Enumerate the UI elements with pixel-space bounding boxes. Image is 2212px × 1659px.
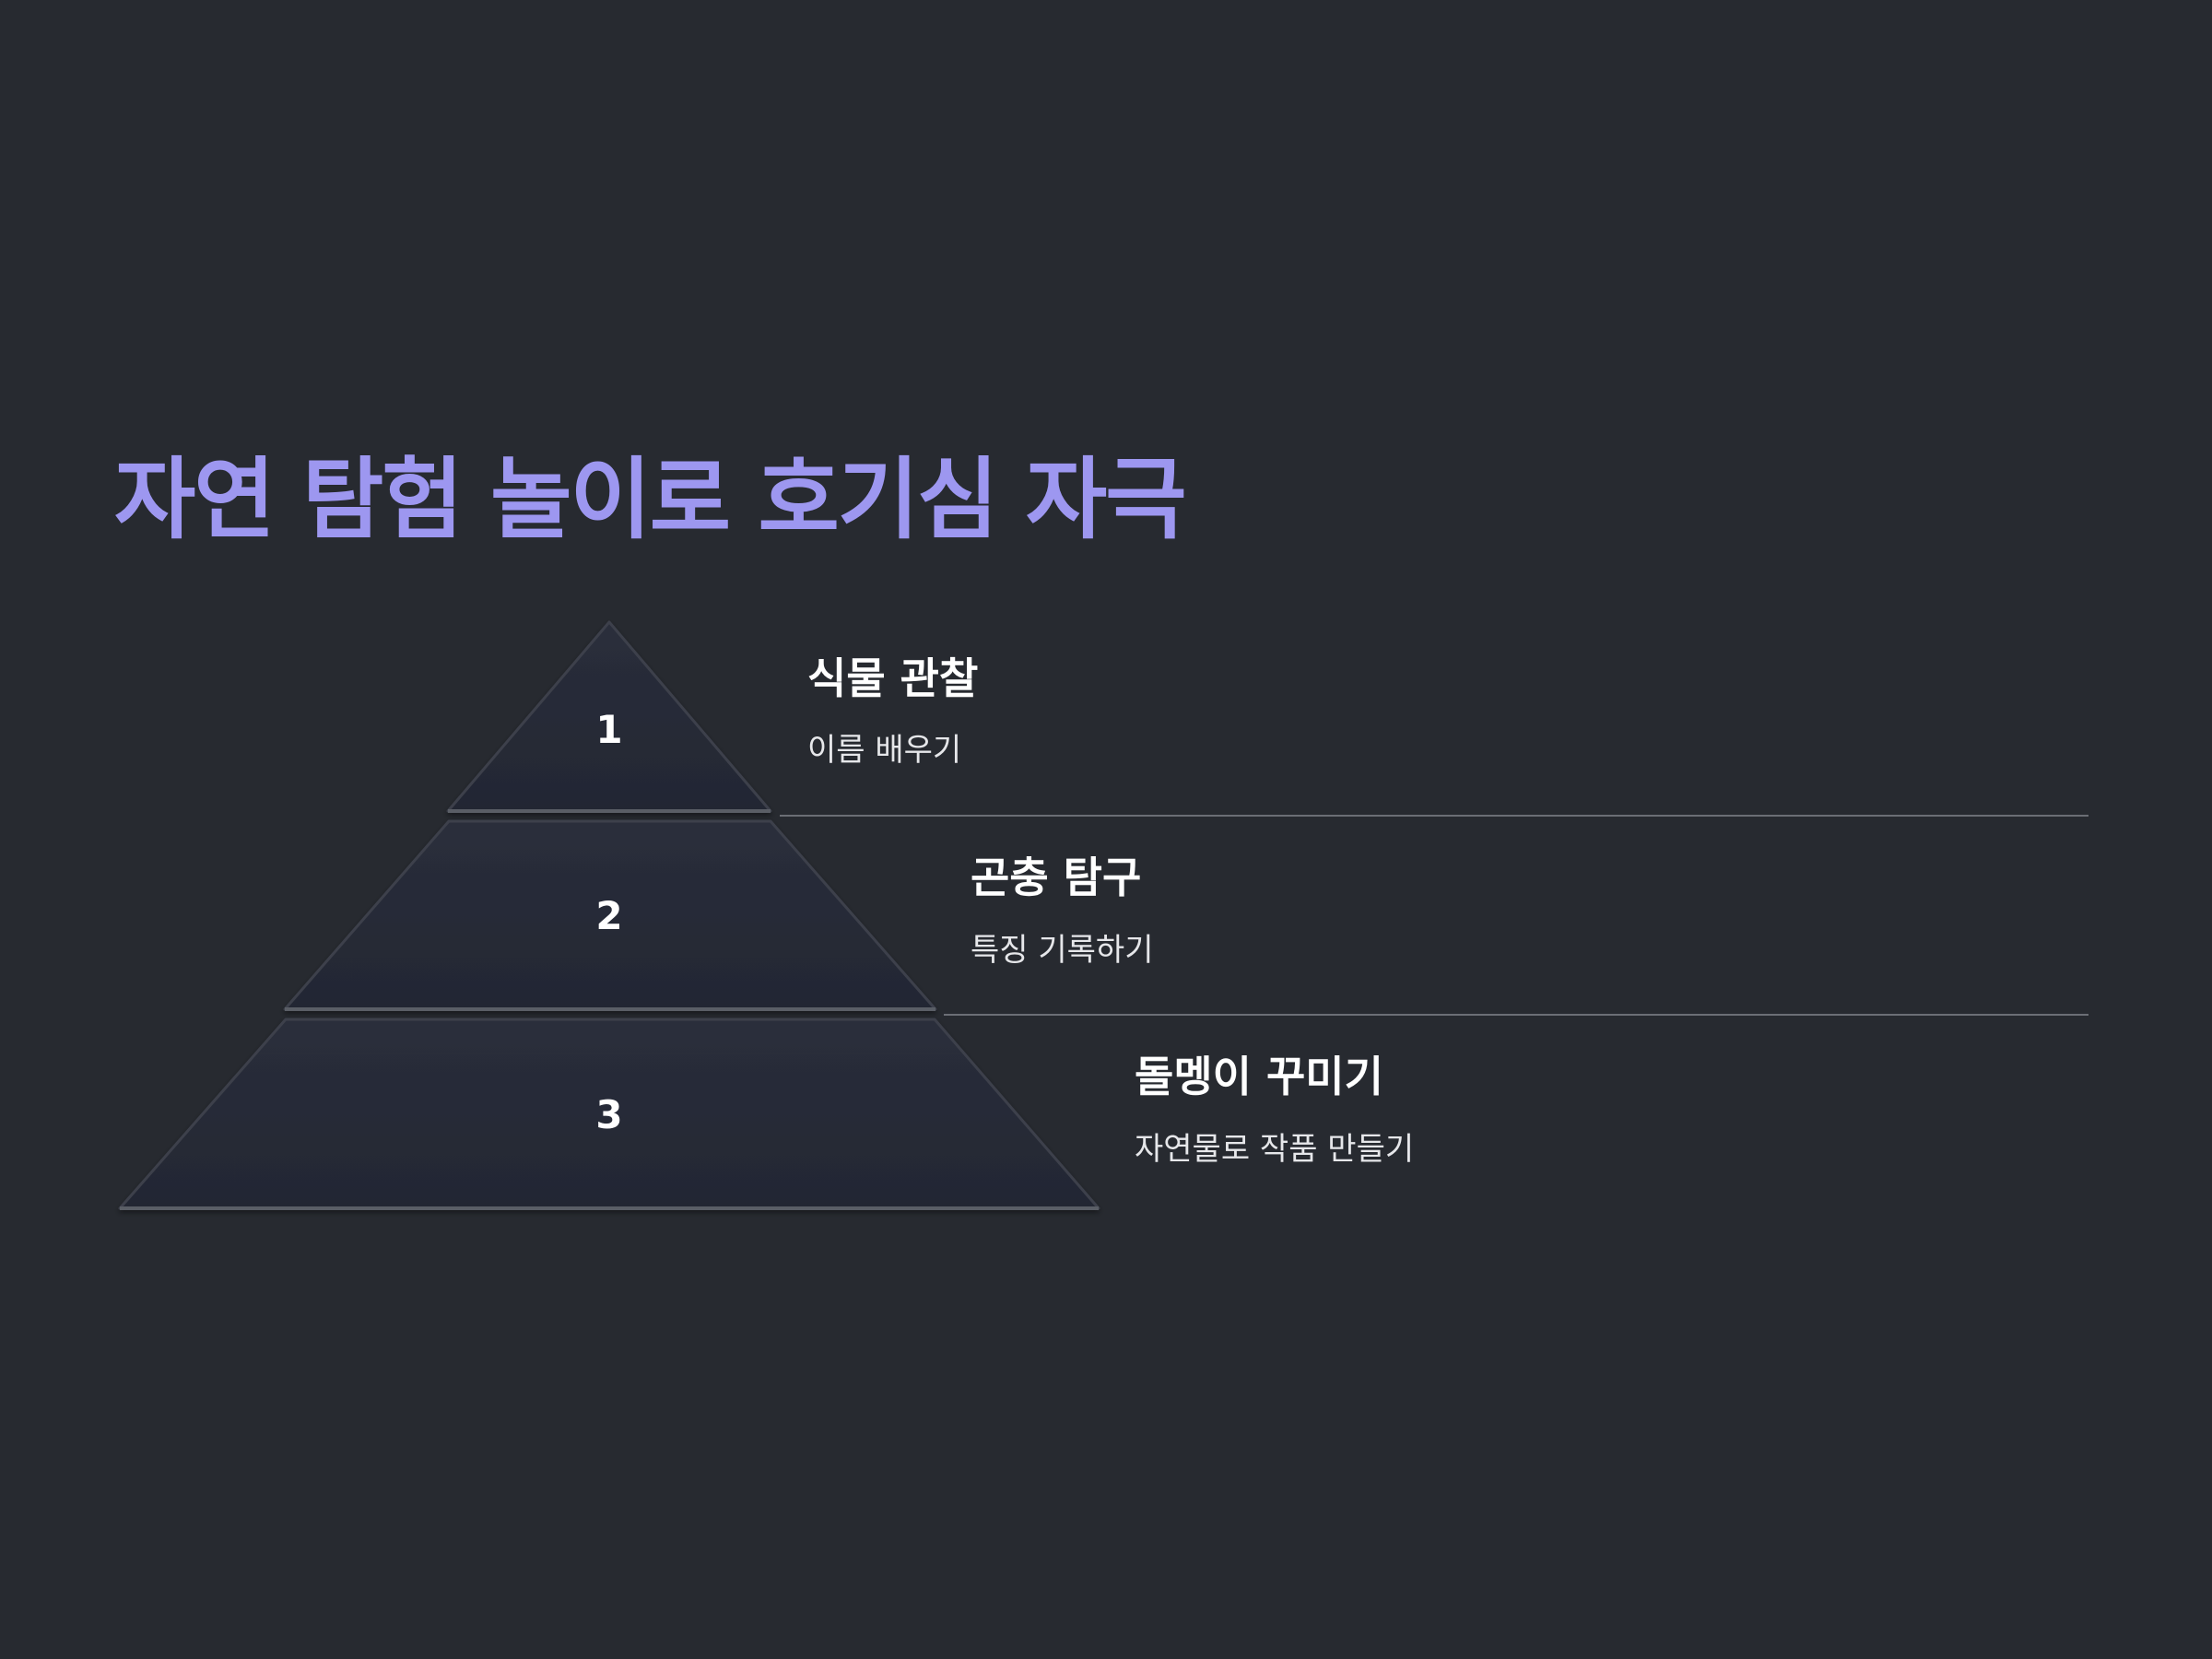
pyramid-tier-1: 1 xyxy=(446,620,772,813)
pyramid-tier-2: 2 xyxy=(283,819,937,1011)
slide-title: 자연 탐험 놀이로 호기심 자극 xyxy=(114,448,1187,551)
level-3-heading: 돌멩이 꾸미기 xyxy=(1135,1052,1383,1101)
level-1-description: 이름 배우기 xyxy=(807,732,962,769)
pyramid-level-number-1: 1 xyxy=(595,707,622,752)
pyramid-level-number-2: 2 xyxy=(595,893,622,938)
level-2-description: 특징 기록하기 xyxy=(971,932,1154,969)
level-2-heading: 곤충 탐구 xyxy=(971,853,1142,902)
pyramid-level-number-3: 3 xyxy=(595,1092,622,1137)
pyramid-tier-3: 3 xyxy=(118,1018,1100,1210)
level-divider-1 xyxy=(780,815,2088,817)
level-1-heading: 식물 관찰 xyxy=(807,653,979,703)
level-3-description: 자연물로 작품 만들기 xyxy=(1135,1131,1415,1168)
level-divider-2 xyxy=(944,1014,2088,1016)
